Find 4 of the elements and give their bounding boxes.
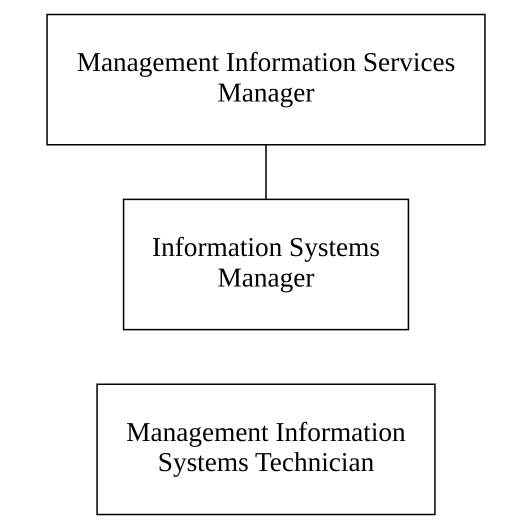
node-box: Management Information Services Manager [46, 14, 486, 146]
node-box: Management Information Systems Technician [96, 383, 436, 516]
node-box: Information Systems Manager [122, 198, 410, 330]
connector [265, 145, 267, 199]
